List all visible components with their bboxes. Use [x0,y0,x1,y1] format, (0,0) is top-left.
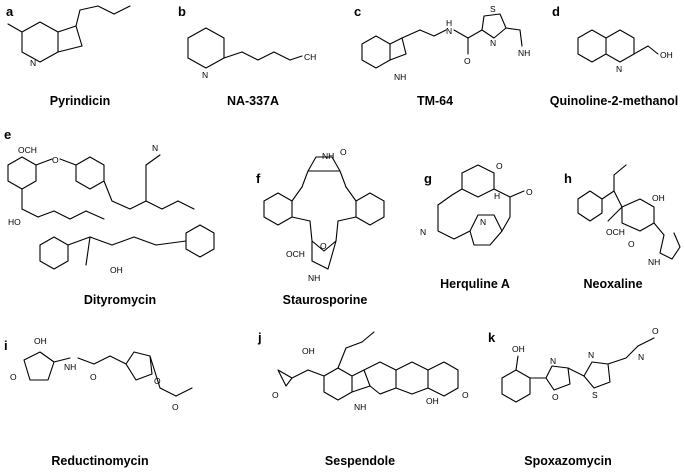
compound-g: g O O N N H Herquline A [410,125,540,305]
structure-dityromycin: OCH O HO N OH [7,143,215,275]
panel-letter: j [258,330,262,345]
atom-label: O [652,326,659,336]
atom-label: OH [34,336,47,346]
atom-label: N [202,70,208,80]
atom-label: OH [512,344,525,354]
compound-k: k OH N O N S N O Spoxazomycin [488,326,685,472]
atom-label: O [154,376,161,386]
compound-name: Staurosporine [282,293,368,307]
atom-label: NH [648,257,660,267]
atom-label: NH [394,72,406,82]
atom-label: O [320,241,327,251]
atom-label: O [552,392,559,402]
compound-a: a N Pyrindicin [0,0,160,120]
atom-label: OCH [286,249,305,259]
atom-label: N [638,352,644,362]
atom-label: NH [308,273,320,283]
atom-label: OCH [18,145,37,155]
atom-label: S [592,390,598,400]
structure-na-337a: N CH [187,27,316,80]
compound-f: f NH O O OCH NH Staurosporine [250,125,400,307]
compound-name: TM-64 [416,94,454,108]
atom-label: OCH [606,227,625,237]
compound-e: e OCH O HO N OH Dityromycin [0,125,240,307]
atom-label: NH [518,48,530,58]
atom-label: N [550,356,556,366]
compound-h: h OH OCH O NH Neoxaline [548,125,685,305]
structure-tm-64: NH H N O S N NH [361,4,530,82]
atom-label: HO [8,217,21,227]
compound-name: Spoxazomycin [524,454,612,468]
panel-letter: b [178,4,186,19]
compound-i: i OH O NH O O O Reductinomycin [0,328,220,472]
atom-label: OH [426,396,439,406]
atom-label: NH [354,402,366,412]
compound-name: Neoxaline [583,277,643,291]
atom-label: O [52,155,59,165]
atom-label: OH [110,265,123,275]
compound-name: Reductinomycin [51,454,149,468]
compound-d: d N OH Quinoline-2-methanol [540,0,685,120]
atom-label: H [494,191,500,201]
compound-name: Dityromycin [83,293,157,307]
atom-label: OH [660,50,673,60]
atom-label: O [464,56,471,66]
atom-label: N [152,143,158,153]
atom-label: S [490,4,496,14]
atom-label: N [490,38,496,48]
atom-label: O [272,390,279,400]
panel-letter: i [4,338,8,353]
compound-name: Pyrindicin [49,94,111,108]
compound-b: b N CH NA-337A [178,0,348,120]
atom-label: OH [302,346,315,356]
atom-label: NH [322,151,334,161]
atom-label: O [496,161,503,171]
atom-label: H [446,18,452,28]
panel-letter: d [552,4,560,19]
panel-letter: g [424,171,432,186]
structure-spoxazomycin: OH N O N S N O [501,326,659,403]
atom-label: N [480,217,486,227]
atom-label: O [10,372,17,382]
atom-label: O [340,147,347,157]
compound-name: NA-337A [226,94,280,108]
compound-j: j OH O NH OH O Sespendole [250,328,480,472]
atom-label: N [616,64,622,74]
atom-label: CH [304,52,316,62]
compound-name: Quinoline-2-methanol [549,94,679,108]
panel-letter: h [564,171,572,186]
compound-name: Herquline A [440,277,510,291]
panel-letter: e [4,127,12,142]
atom-label: N [588,350,594,360]
atom-label: O [462,390,469,400]
atom-label: O [628,239,635,249]
compound-c: c NH H N O S N NH TM-64 [350,0,530,120]
structure-reductinomycin: OH O NH O O O [10,336,193,412]
structure-neoxaline: OH OCH O NH [577,164,681,267]
atom-label: O [172,402,179,412]
atom-label: O [90,372,97,382]
atom-label: NH [64,362,76,372]
panel-letter: a [6,4,14,19]
panel-letter: c [354,4,362,19]
panel-letter: k [488,330,496,345]
compound-name: Sespendole [324,454,396,468]
structure-pyrindicin: N [7,5,131,68]
atom-label: N [30,58,36,68]
structure-staurosporine: NH O O OCH NH [263,147,385,283]
structure-quinoline-2-methanol: N OH [577,29,673,74]
structure-herquline-a: O O N N H [420,161,533,246]
atom-label: N [446,26,452,36]
panel-letter: f [256,171,261,186]
atom-label: O [526,187,533,197]
atom-label: OH [652,193,665,203]
atom-label: N [420,227,426,237]
structure-sespendole: OH O NH OH O [272,331,469,412]
